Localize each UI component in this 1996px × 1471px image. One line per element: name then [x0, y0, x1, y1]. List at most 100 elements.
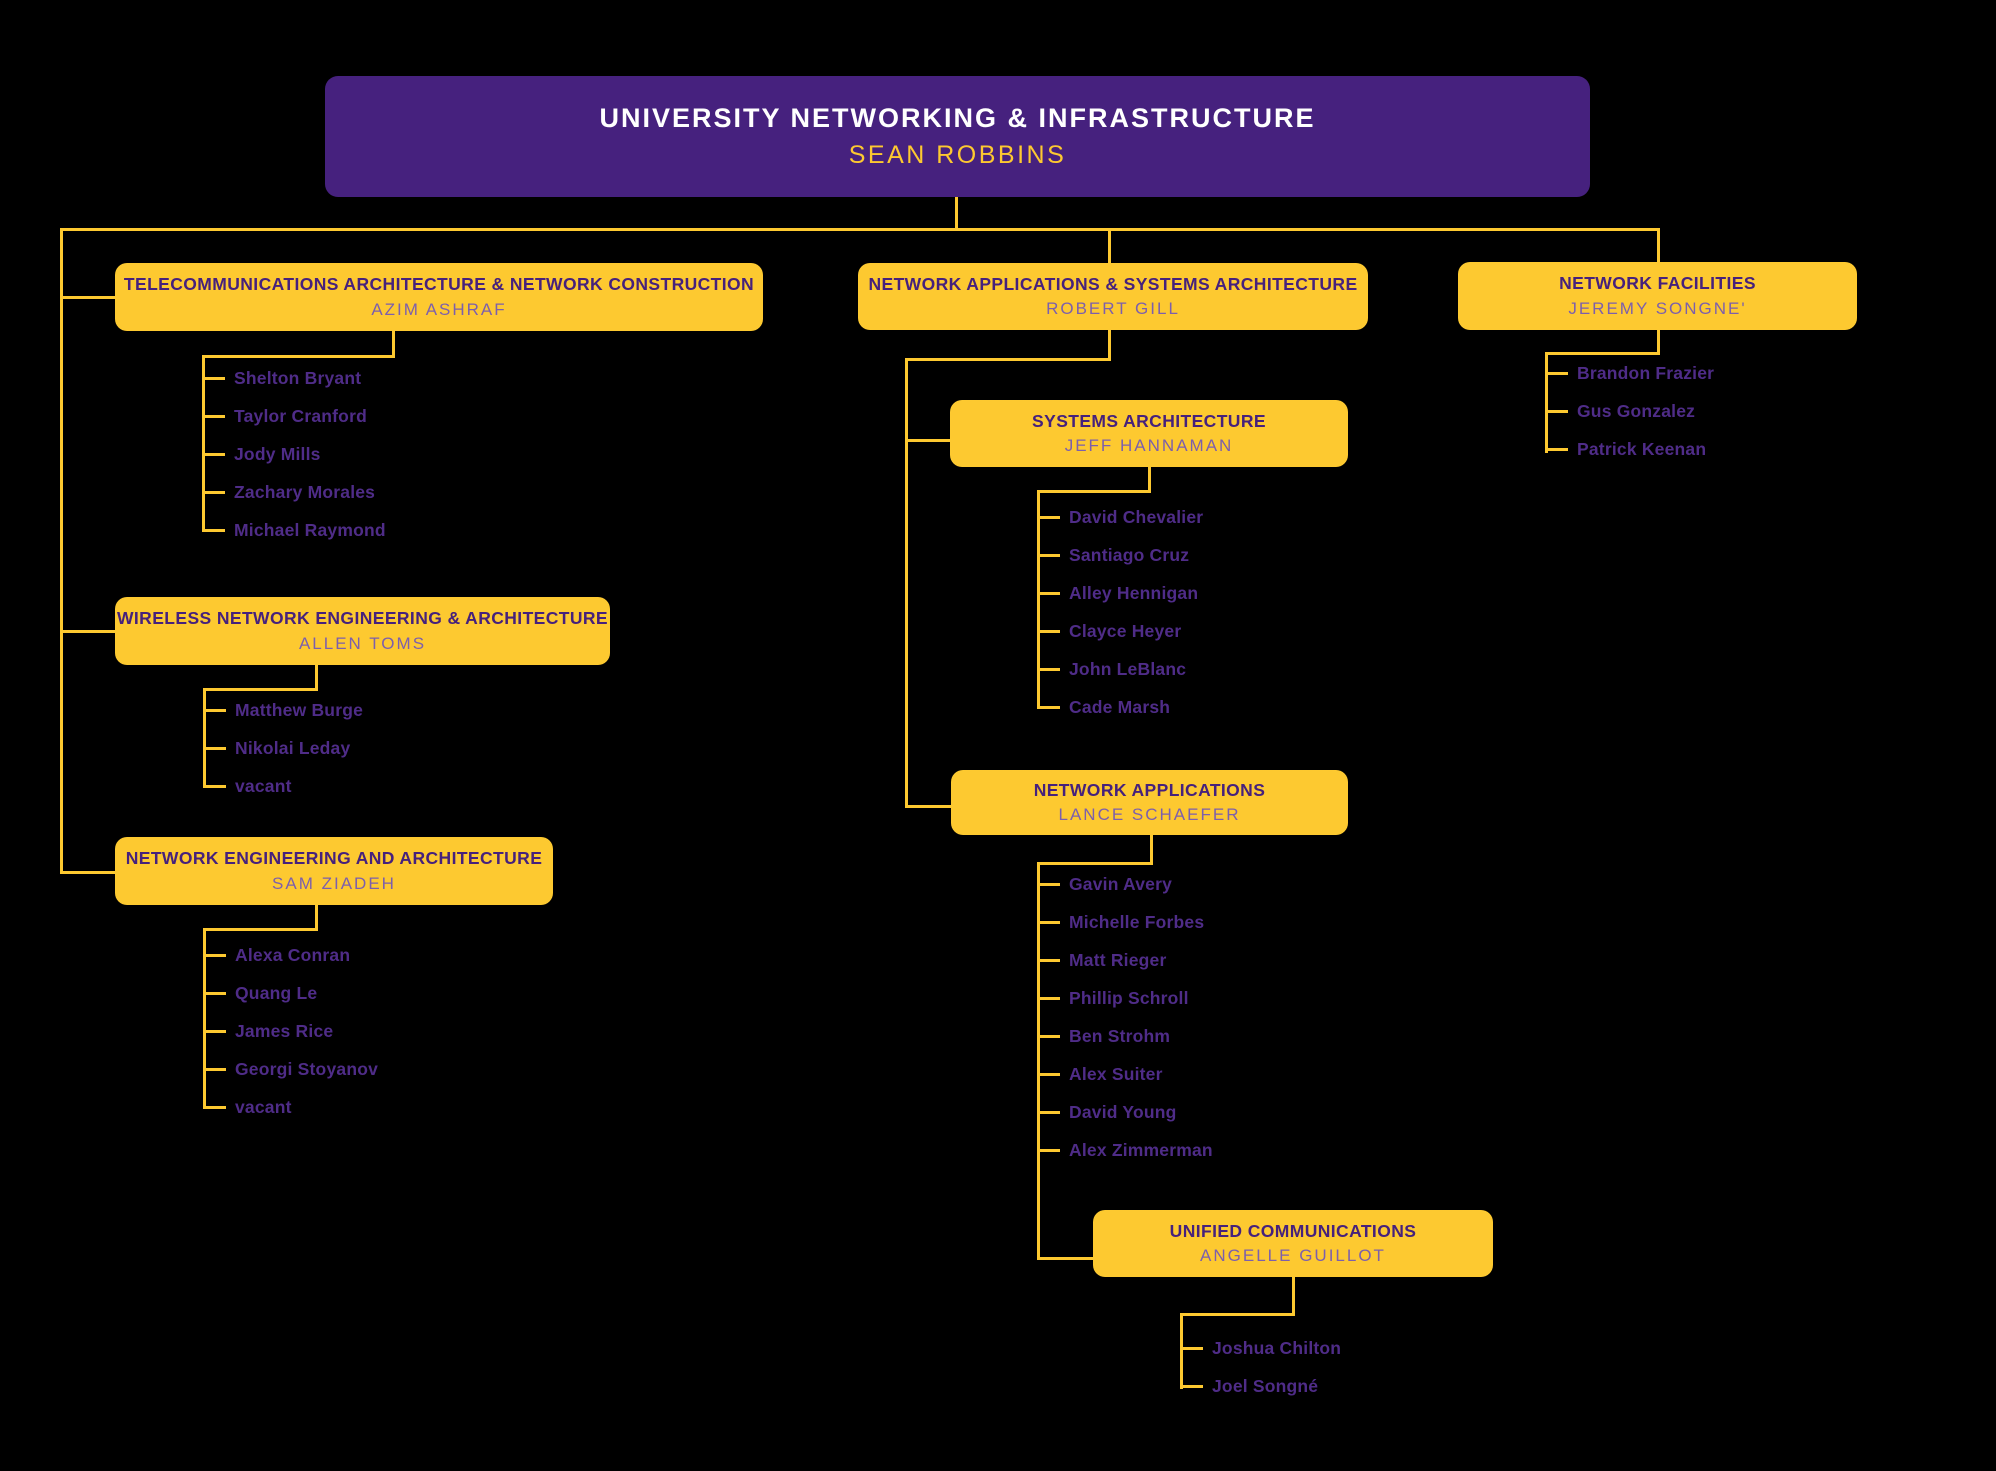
member-item: Patrick Keenan: [1545, 430, 1875, 468]
member-name: Alex Zimmerman: [1069, 1139, 1213, 1160]
member-item: Zachary Morales: [202, 473, 532, 511]
connector-telecom-bracket: [202, 355, 205, 531]
member-name: Clayce Heyer: [1069, 620, 1182, 641]
member-item: vacant: [203, 767, 533, 805]
member-item: Alley Hennigan: [1037, 574, 1367, 612]
org-box-uc: UNIFIED COMMUNICATIONS ANGELLE GUILLOT: [1093, 1210, 1493, 1277]
connector-sysarch-bracket: [1037, 490, 1040, 708]
netfac-lead: JEREMY SONGNE': [1568, 298, 1747, 318]
member-item: Matthew Burge: [203, 691, 533, 729]
connector-sysarch-elbow: [1037, 490, 1151, 493]
member-name: Michael Raymond: [234, 519, 386, 540]
neteng-lead: SAM ZIADEH: [272, 873, 396, 893]
wireless-title: WIRELESS NETWORK ENGINEERING & ARCHITECT…: [117, 608, 609, 629]
connector-stub-telecom: [60, 296, 117, 299]
telecom-title: TELECOMMUNICATIONS ARCHITECTURE & NETWOR…: [123, 274, 755, 295]
member-item: Taylor Cranford: [202, 397, 532, 435]
member-name: Matt Rieger: [1069, 949, 1167, 970]
connector-stub: [1037, 1034, 1060, 1038]
connector-stub-uc: [1037, 1257, 1095, 1260]
member-name: John LeBlanc: [1069, 658, 1187, 679]
member-item: Michael Raymond: [202, 511, 532, 549]
member-name: Alex Suiter: [1069, 1063, 1163, 1084]
connector-netfac-elbow: [1545, 352, 1660, 355]
member-name: Joel Songné: [1212, 1375, 1319, 1396]
connector-wireless-bracket: [203, 688, 206, 788]
root-title: UNIVERSITY NETWORKING & INFRASTRUCTURE: [599, 102, 1316, 133]
connector-netapps-drop: [1150, 833, 1153, 865]
connector-stub: [202, 376, 225, 380]
connector-stub: [1037, 1110, 1060, 1114]
member-name: Quang Le: [235, 982, 318, 1003]
sysarch-lead: JEFF HANNAMAN: [1064, 436, 1234, 456]
connector-stub: [1037, 629, 1060, 633]
connector-neteng-bracket: [203, 928, 206, 1109]
connector-stub: [1545, 409, 1568, 413]
member-name: vacant: [235, 775, 292, 796]
connector-wireless-drop: [315, 663, 318, 691]
member-name: Joshua Chilton: [1212, 1337, 1342, 1358]
member-item: Joshua Chilton: [1180, 1329, 1510, 1367]
connector-stub: [203, 784, 226, 788]
connector-gill-trunk: [905, 358, 908, 808]
connector-stub: [1037, 996, 1060, 1000]
netapps-lead: LANCE SCHAEFER: [1058, 805, 1241, 825]
connector-stub-netapps: [905, 805, 954, 808]
connector-stub: [1037, 705, 1060, 709]
connector-stub: [203, 953, 226, 957]
member-item: Shelton Bryant: [202, 359, 532, 397]
member-item: Alexa Conran: [203, 936, 533, 974]
sysarch-title: SYSTEMS ARCHITECTURE: [1032, 410, 1266, 431]
member-item: Santiago Cruz: [1037, 536, 1367, 574]
neteng-title: NETWORK ENGINEERING AND ARCHITECTURE: [125, 848, 543, 869]
connector-stub: [202, 452, 225, 456]
connector-stub: [203, 1067, 226, 1071]
connector-stub: [1545, 371, 1568, 375]
member-item: Nikolai Leday: [203, 729, 533, 767]
connector-stub: [1037, 882, 1060, 886]
connector-gill-drop: [1108, 328, 1111, 361]
connector-gill-elbow: [905, 358, 1111, 361]
member-name: David Chevalier: [1069, 506, 1204, 527]
connector-stub: [1180, 1346, 1203, 1350]
netfac-title: NETWORK FACILITIES: [1559, 273, 1756, 294]
member-name: Brandon Frazier: [1577, 362, 1715, 383]
connector-telecom-elbow: [202, 355, 395, 358]
member-name: Santiago Cruz: [1069, 544, 1190, 565]
member-item: Cade Marsh: [1037, 688, 1367, 726]
connector-netapps-elbow: [1037, 862, 1153, 865]
member-name: Gus Gonzalez: [1577, 400, 1696, 421]
member-item: James Rice: [203, 1012, 533, 1050]
connector-stub-wireless: [60, 630, 117, 633]
member-name: Jody Mills: [234, 443, 321, 464]
connector-telecom-drop: [392, 329, 395, 358]
connector-left-trunk: [60, 228, 63, 874]
member-item: Gavin Avery: [1037, 865, 1367, 903]
connector-root-stub: [955, 197, 958, 231]
member-item: Alex Zimmerman: [1037, 1131, 1367, 1169]
org-box-root: UNIVERSITY NETWORKING & INFRASTRUCTURE S…: [325, 76, 1590, 197]
member-name: Michelle Forbes: [1069, 911, 1205, 932]
connector-stub: [203, 708, 226, 712]
member-name: Shelton Bryant: [234, 367, 362, 388]
connector-netfac-drop: [1657, 328, 1660, 355]
member-item: Phillip Schroll: [1037, 979, 1367, 1017]
member-item: Brandon Frazier: [1545, 354, 1875, 392]
member-name: Matthew Burge: [235, 699, 364, 720]
uc-lead: ANGELLE GUILLOT: [1200, 1246, 1386, 1266]
connector-stub: [1545, 447, 1568, 451]
connector-stub: [1037, 553, 1060, 557]
member-item: Joel Songné: [1180, 1367, 1510, 1405]
org-box-gill: NETWORK APPLICATIONS & SYSTEMS ARCHITECT…: [858, 263, 1368, 330]
connector-stub: [203, 1105, 226, 1109]
org-box-telecom: TELECOMMUNICATIONS ARCHITECTURE & NETWOR…: [115, 263, 763, 331]
connector-stub: [1037, 958, 1060, 962]
member-name: Phillip Schroll: [1069, 987, 1189, 1008]
member-item: Georgi Stoyanov: [203, 1050, 533, 1088]
wireless-lead: ALLEN TOMS: [298, 633, 427, 653]
